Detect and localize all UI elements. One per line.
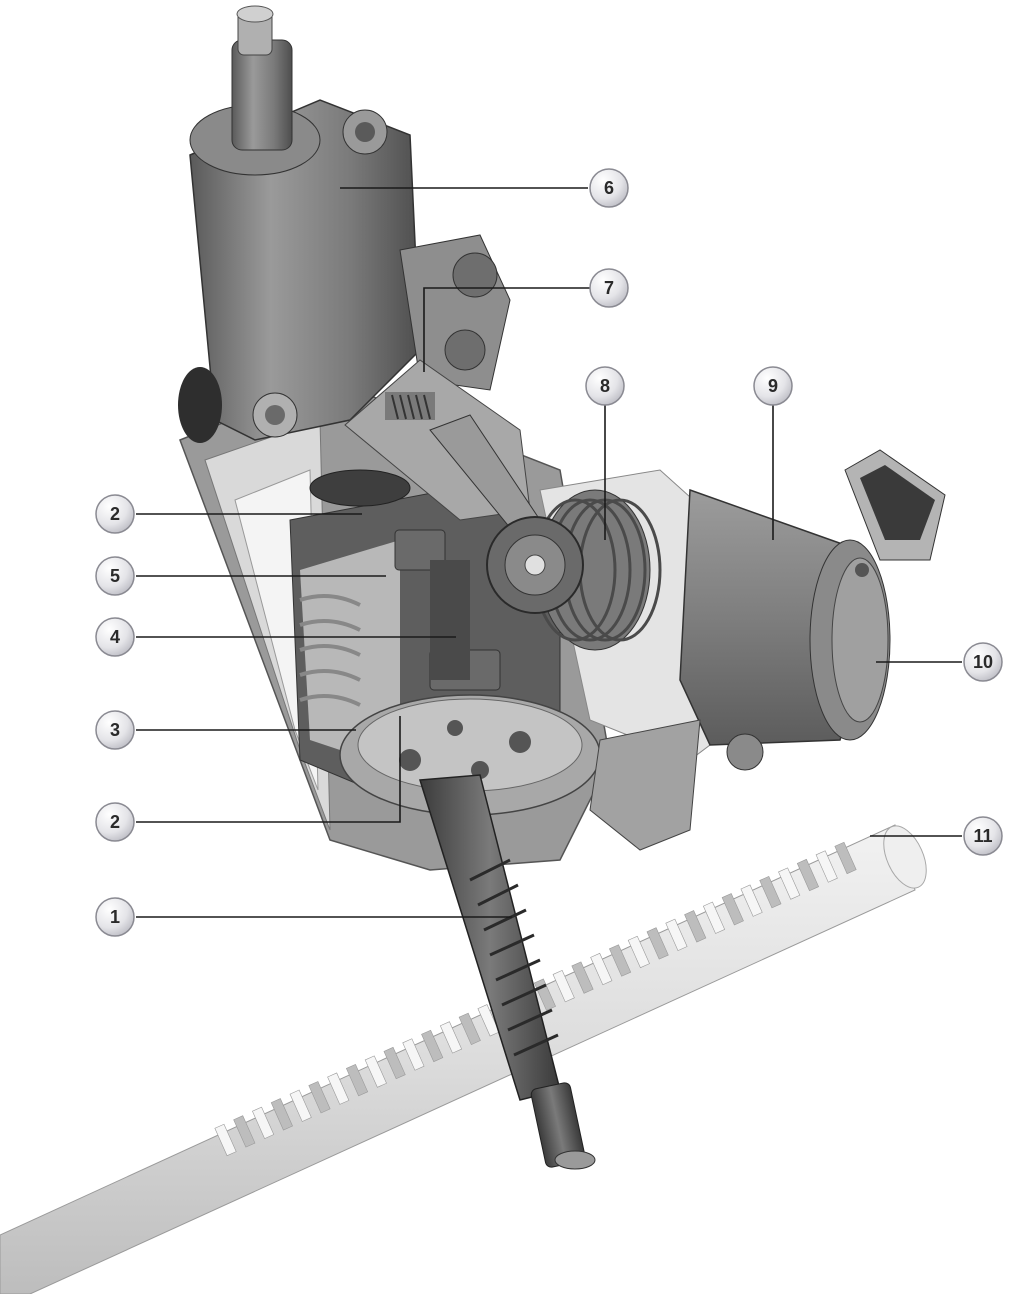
rack-tooth: [590, 952, 613, 986]
rack-tooth: [327, 1072, 350, 1105]
callout-7: 7: [589, 268, 629, 308]
rack-tooth: [270, 1098, 293, 1131]
rack-tooth: [834, 841, 857, 875]
callout-9: 9: [753, 366, 793, 406]
rack-tooth: [609, 944, 632, 977]
rack-tooth: [815, 850, 838, 883]
rack-tooth: [214, 1123, 237, 1157]
input-cylinder: [178, 5, 511, 507]
rack-tooth: [252, 1106, 275, 1139]
rack-tooth: [778, 867, 801, 900]
leader-7: [423, 287, 590, 372]
svg-text:1: 1: [110, 907, 120, 927]
electric-motor: [589, 449, 946, 851]
rack-tooth: [627, 935, 650, 969]
pinion-shaft: [419, 774, 596, 1170]
callout-2-lower: 2: [95, 802, 135, 842]
rack-tooth: [740, 884, 763, 917]
rack-tooth: [345, 1063, 369, 1097]
rack-tooth: [458, 1012, 481, 1045]
rack-tooth: [233, 1115, 256, 1148]
svg-text:2: 2: [110, 504, 120, 524]
rack-tooth: [421, 1029, 444, 1063]
callout-8: 8: [585, 366, 625, 406]
rack-tooth: [571, 961, 594, 994]
rack-tooth: [759, 875, 782, 909]
svg-text:4: 4: [110, 627, 120, 647]
leader-2b: [136, 716, 401, 823]
callout-5: 5: [95, 556, 135, 596]
rack-tooth: [684, 910, 707, 943]
svg-text:8: 8: [600, 376, 610, 396]
svg-text:9: 9: [768, 376, 778, 396]
rack-tooth: [702, 901, 726, 934]
rack-tooth: [721, 893, 744, 926]
svg-text:7: 7: [604, 278, 614, 298]
svg-text:6: 6: [604, 178, 614, 198]
rack-tooth: [646, 927, 669, 960]
callout-4: 4: [95, 617, 135, 657]
svg-text:3: 3: [110, 720, 120, 740]
pressure-piece: [344, 359, 541, 541]
rack-tooth: [552, 969, 575, 1003]
callout-2-upper: 2: [95, 494, 135, 534]
svg-text:11: 11: [973, 826, 992, 846]
leader-lines: [136, 187, 962, 918]
rack-tooth: [477, 1004, 500, 1037]
callouts: 6 7 8 9 2 5 4 10: [95, 168, 1003, 937]
callout-10: 10: [963, 642, 1003, 682]
callout-11: 11: [963, 816, 1003, 856]
callout-3: 3: [95, 710, 135, 750]
rack-tooth: [665, 918, 688, 951]
rack-tooth: [402, 1038, 425, 1071]
rack-tooth: [796, 858, 820, 892]
callout-1: 1: [95, 897, 135, 937]
rack-tooth: [439, 1021, 463, 1054]
rack-tooth: [364, 1055, 387, 1088]
svg-text:2: 2: [110, 812, 120, 832]
rack-tooth: [308, 1081, 331, 1114]
rack-tooth: [383, 1046, 406, 1080]
callout-6: 6: [589, 168, 629, 208]
svg-text:10: 10: [973, 652, 993, 672]
rack-tooth: [289, 1089, 312, 1122]
svg-text:5: 5: [110, 566, 120, 586]
